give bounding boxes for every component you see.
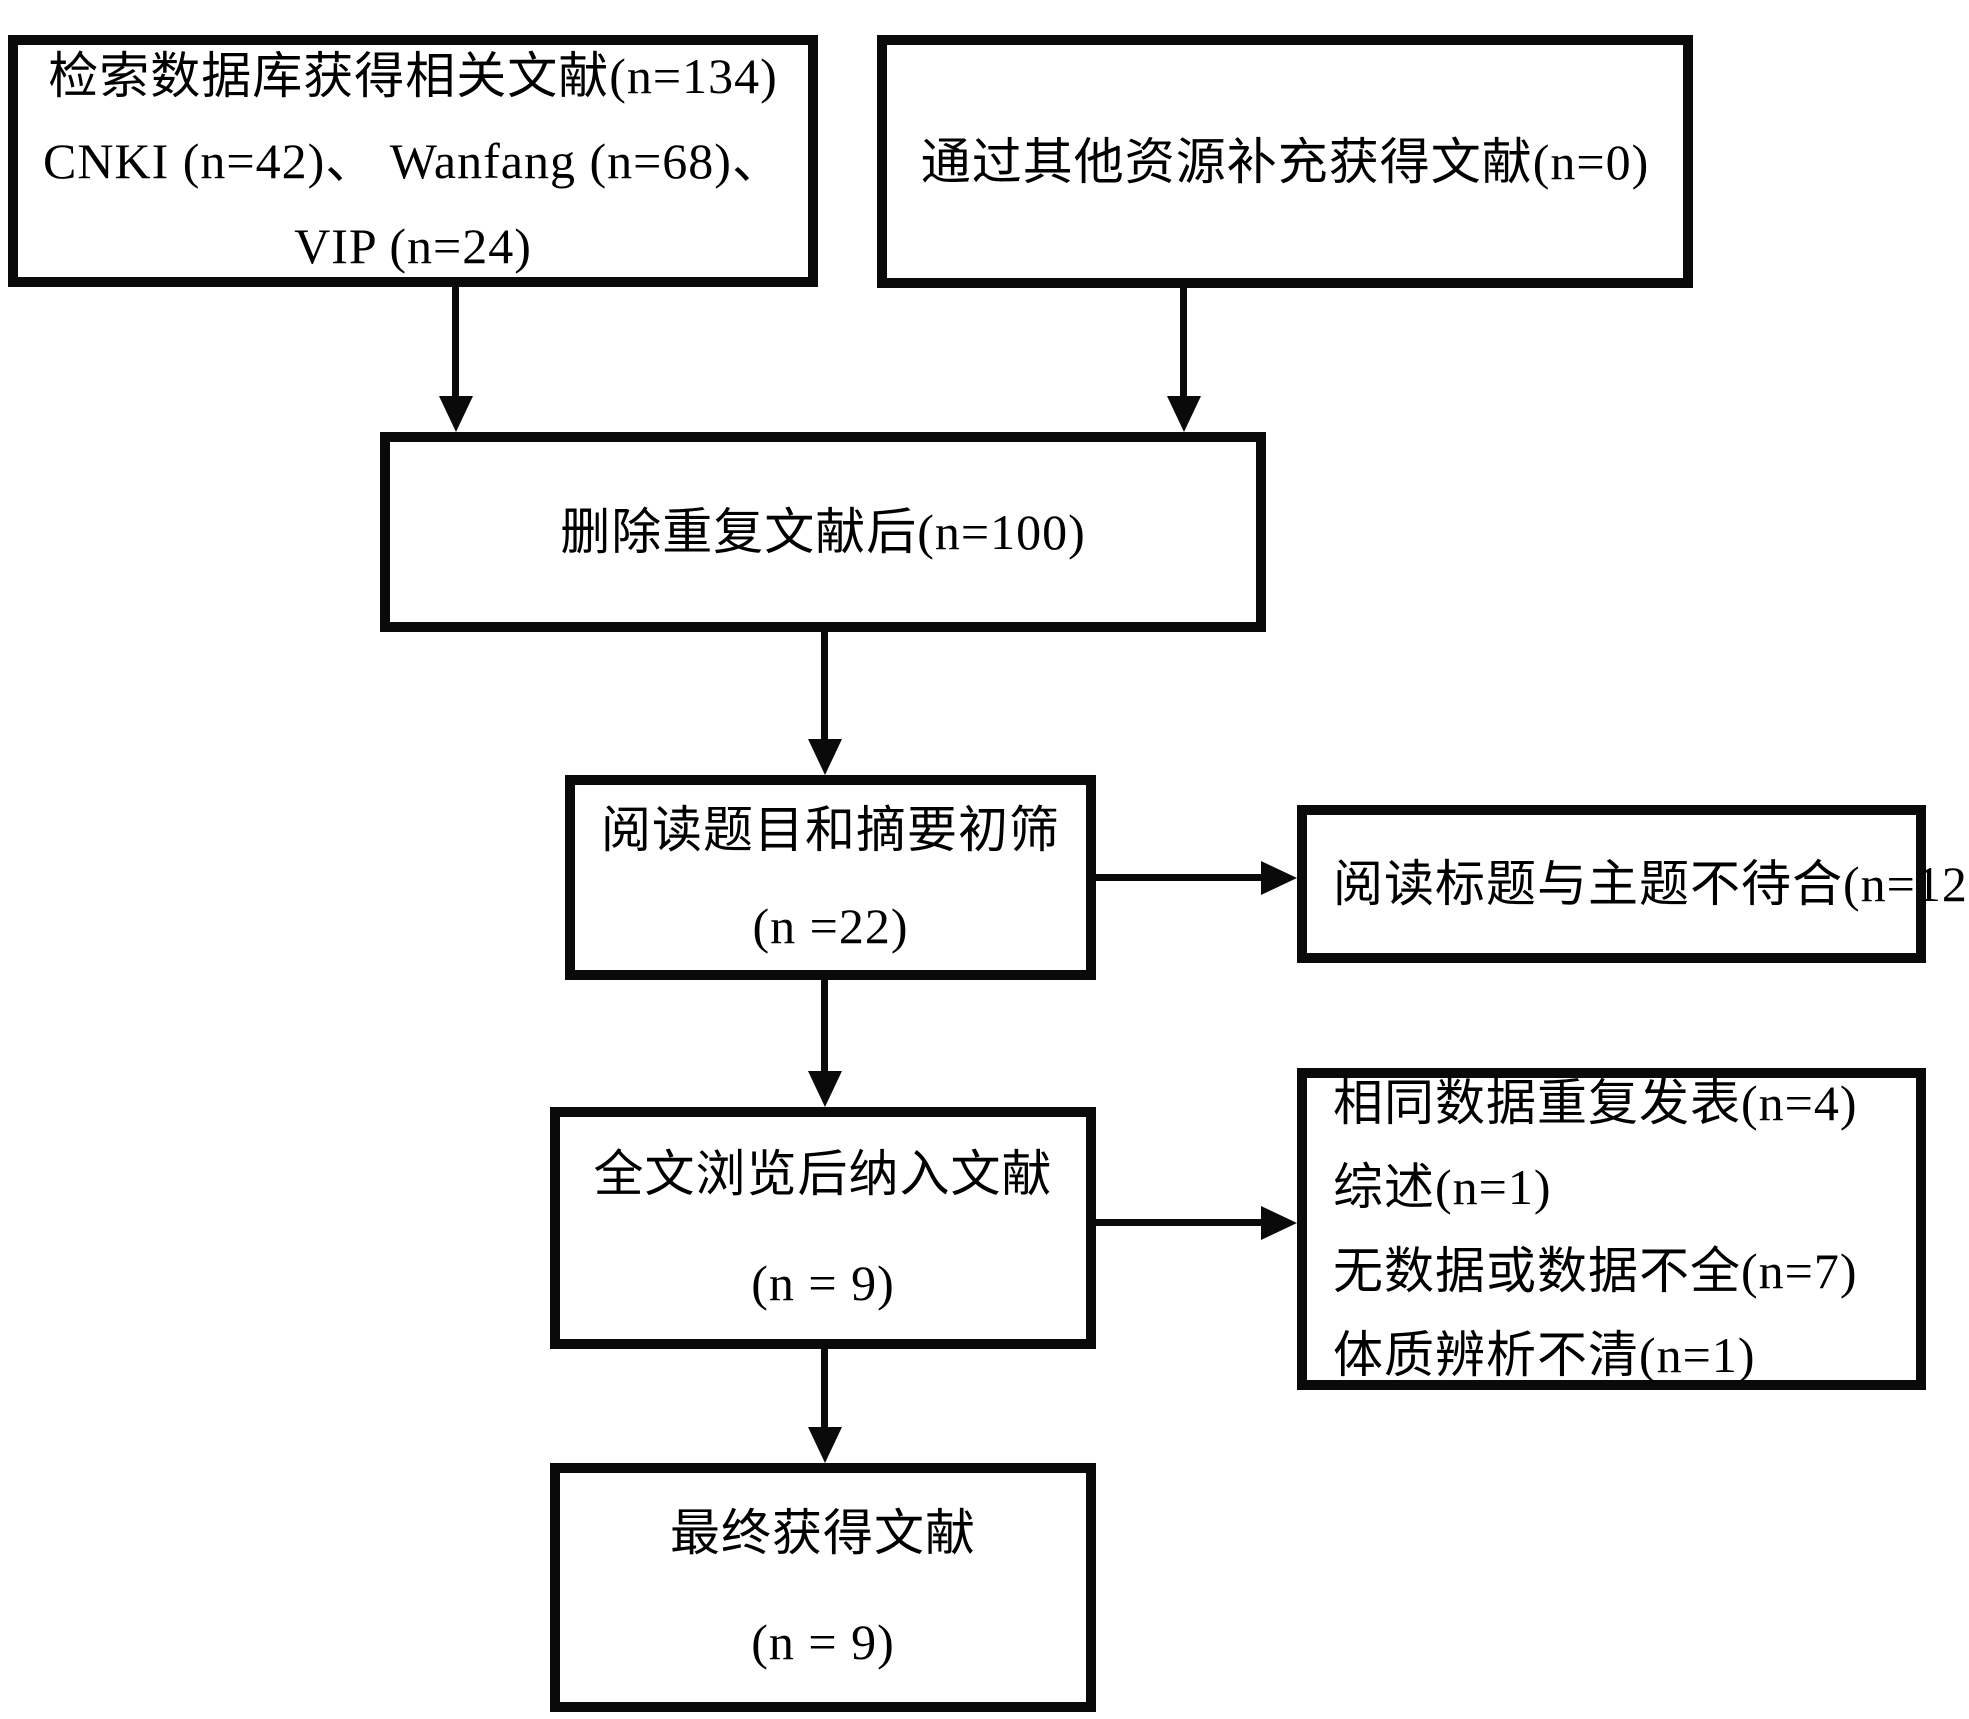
text-line: 删除重复文献后(n=100) bbox=[560, 504, 1086, 560]
text-line: 阅读标题与主题不待合(n=12) bbox=[1333, 856, 1969, 912]
text-line: 通过其他资源补充获得文献(n=0) bbox=[920, 133, 1650, 190]
arrow-fulltext-to-final bbox=[821, 1349, 828, 1427]
box-title-abstract-screening: 阅读题目和摘要初筛 (n =22) bbox=[565, 775, 1096, 980]
box-final-included: 最终获得文献 (n = 9) bbox=[550, 1463, 1096, 1712]
text-line: 阅读题目和摘要初筛 bbox=[601, 801, 1060, 858]
box-duplicates-removed: 删除重复文献后(n=100) bbox=[380, 432, 1266, 632]
text-line: 最终获得文献 bbox=[670, 1505, 976, 1561]
text-line: 全文浏览后纳入文献 bbox=[593, 1145, 1053, 1202]
text-line: VIP (n=24) bbox=[294, 218, 532, 274]
box-other-sources: 通过其他资源补充获得文献(n=0) bbox=[877, 35, 1693, 288]
text-line: 检索数据库获得相关文献(n=134) bbox=[48, 48, 778, 104]
arrow-screening-to-excluded bbox=[1096, 874, 1261, 881]
arrow-fulltext-to-excluded bbox=[1096, 1219, 1261, 1226]
text-line: (n = 9) bbox=[751, 1614, 895, 1670]
text-line: 相同数据重复发表(n=4) bbox=[1333, 1075, 1858, 1131]
text-line: 综述(n=1) bbox=[1333, 1159, 1552, 1215]
text-line: (n = 9) bbox=[751, 1254, 895, 1311]
text-line: CNKI (n=42)、 Wanfang (n=68)、 bbox=[43, 133, 783, 189]
arrow-screening-to-fulltext bbox=[821, 980, 828, 1071]
text-line: (n =22) bbox=[752, 897, 909, 954]
box-excluded-by-title: 阅读标题与主题不待合(n=12) bbox=[1297, 805, 1969, 963]
arrow-database-to-dedup bbox=[452, 287, 459, 396]
box-excluded-fulltext: 相同数据重复发表(n=4) 综述(n=1) 无数据或数据不全(n=7) 体质辨析… bbox=[1297, 1068, 1926, 1390]
arrow-dedup-to-screening bbox=[821, 632, 828, 739]
text-line: 体质辨析不清(n=1) bbox=[1333, 1327, 1756, 1383]
box-database-search: 检索数据库获得相关文献(n=134) CNKI (n=42)、 Wanfang … bbox=[8, 35, 818, 287]
text-line: 无数据或数据不全(n=7) bbox=[1333, 1243, 1858, 1299]
box-fulltext-included: 全文浏览后纳入文献 (n = 9) bbox=[550, 1107, 1096, 1349]
arrow-other-to-dedup bbox=[1180, 288, 1187, 396]
